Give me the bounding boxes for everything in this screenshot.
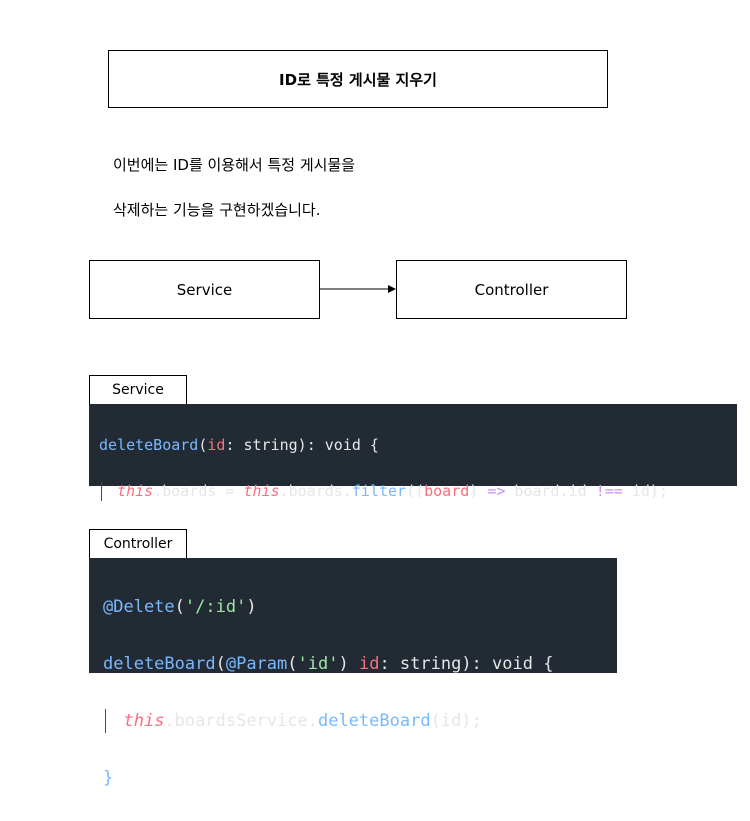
service-code-block: deleteBoard(id: string): void { this.boa…	[89, 404, 737, 546]
service-node-label: Service	[176, 280, 233, 299]
code-token: this	[123, 710, 165, 731]
intro-line-1: 이번에는 ID를 이용해서 특정 게시물을	[113, 156, 356, 174]
controller-code-tab-label: Controller	[103, 536, 173, 552]
indent-guide	[105, 708, 106, 733]
indent-guide	[101, 482, 102, 501]
intro-line-2: 삭제하는 기능을 구현하겠습니다.	[113, 201, 321, 219]
flow-arrow	[320, 285, 396, 293]
code-token: board.id	[505, 482, 596, 500]
flow-arrow-head	[388, 285, 396, 293]
code-line: this.boardsService.deleteBoard(id);	[103, 707, 617, 736]
code-token: .boards.	[279, 482, 352, 500]
code-token: !==	[595, 482, 623, 500]
code-token: deleteBoard	[103, 653, 216, 674]
code-token: (	[198, 436, 208, 454]
code-line: @Delete('/:id')	[103, 593, 617, 622]
code-token: )	[246, 596, 257, 617]
code-token: ((	[406, 482, 425, 500]
code-token: board	[424, 482, 470, 500]
code-token: deleteBoard	[99, 436, 199, 454]
code-token: filter	[351, 482, 407, 500]
controller-node: Controller	[396, 260, 627, 319]
code-token: this	[117, 482, 154, 500]
code-token: @Delete	[103, 596, 175, 617]
service-code-tab: Service	[89, 375, 187, 404]
code-token: =>	[487, 482, 506, 500]
code-token: deleteBoard	[317, 710, 431, 731]
code-token: : string): void {	[379, 653, 554, 674]
code-token: )	[469, 482, 488, 500]
code-line: }	[103, 767, 114, 788]
page-title: ID로 특정 게시물 지우기	[279, 70, 437, 89]
code-line: this.boards = this.boards.filter((board)…	[99, 480, 737, 503]
controller-code-tab: Controller	[89, 529, 187, 558]
code-token: (	[215, 653, 226, 674]
code-token: (	[287, 653, 298, 674]
code-line: }	[99, 526, 737, 549]
controller-code-block: @Delete('/:id') deleteBoard(@Param('id')…	[89, 558, 617, 788]
code-token: : string): void {	[225, 436, 379, 454]
service-node: Service	[89, 260, 320, 319]
code-token: this	[243, 482, 280, 500]
service-code-tab-label: Service	[112, 382, 164, 398]
code-line: deleteBoard(id: string): void {	[99, 434, 737, 457]
code-token: id);	[622, 482, 668, 500]
code-token: .boardsService.	[164, 710, 318, 731]
code-token: (id);	[430, 710, 482, 731]
code-token: )	[338, 653, 359, 674]
code-token: @Param	[225, 653, 288, 674]
code-token: 'id'	[297, 653, 339, 674]
title-box: ID로 특정 게시물 지우기	[108, 50, 608, 108]
code-token: '/:id'	[184, 596, 247, 617]
code-token: .boards =	[153, 482, 244, 500]
controller-node-label: Controller	[474, 280, 549, 299]
code-token: (	[174, 596, 185, 617]
code-line: deleteBoard(@Param('id') id: string): vo…	[103, 650, 617, 679]
code-token: id	[207, 436, 226, 454]
code-token: id	[358, 653, 380, 674]
